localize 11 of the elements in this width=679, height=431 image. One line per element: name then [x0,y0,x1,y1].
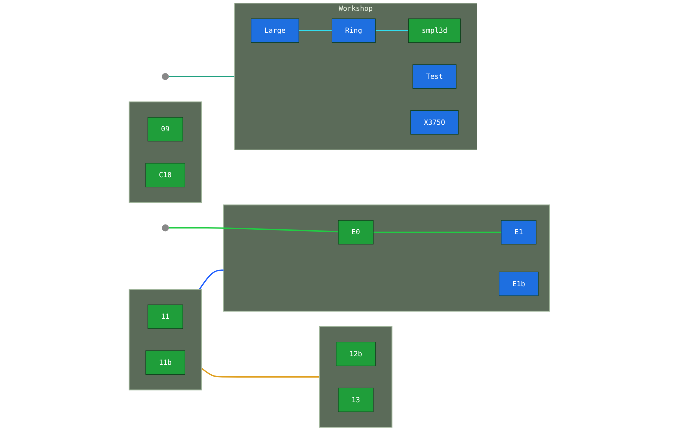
connector [168,227,339,233]
cluster [128,289,202,391]
connector [376,30,409,32]
connector [168,76,235,78]
connector [299,30,332,32]
connector [199,270,224,290]
connector [374,232,502,234]
cluster [128,102,202,204]
connector [201,368,320,378]
cluster [223,204,550,312]
cluster [319,326,393,428]
